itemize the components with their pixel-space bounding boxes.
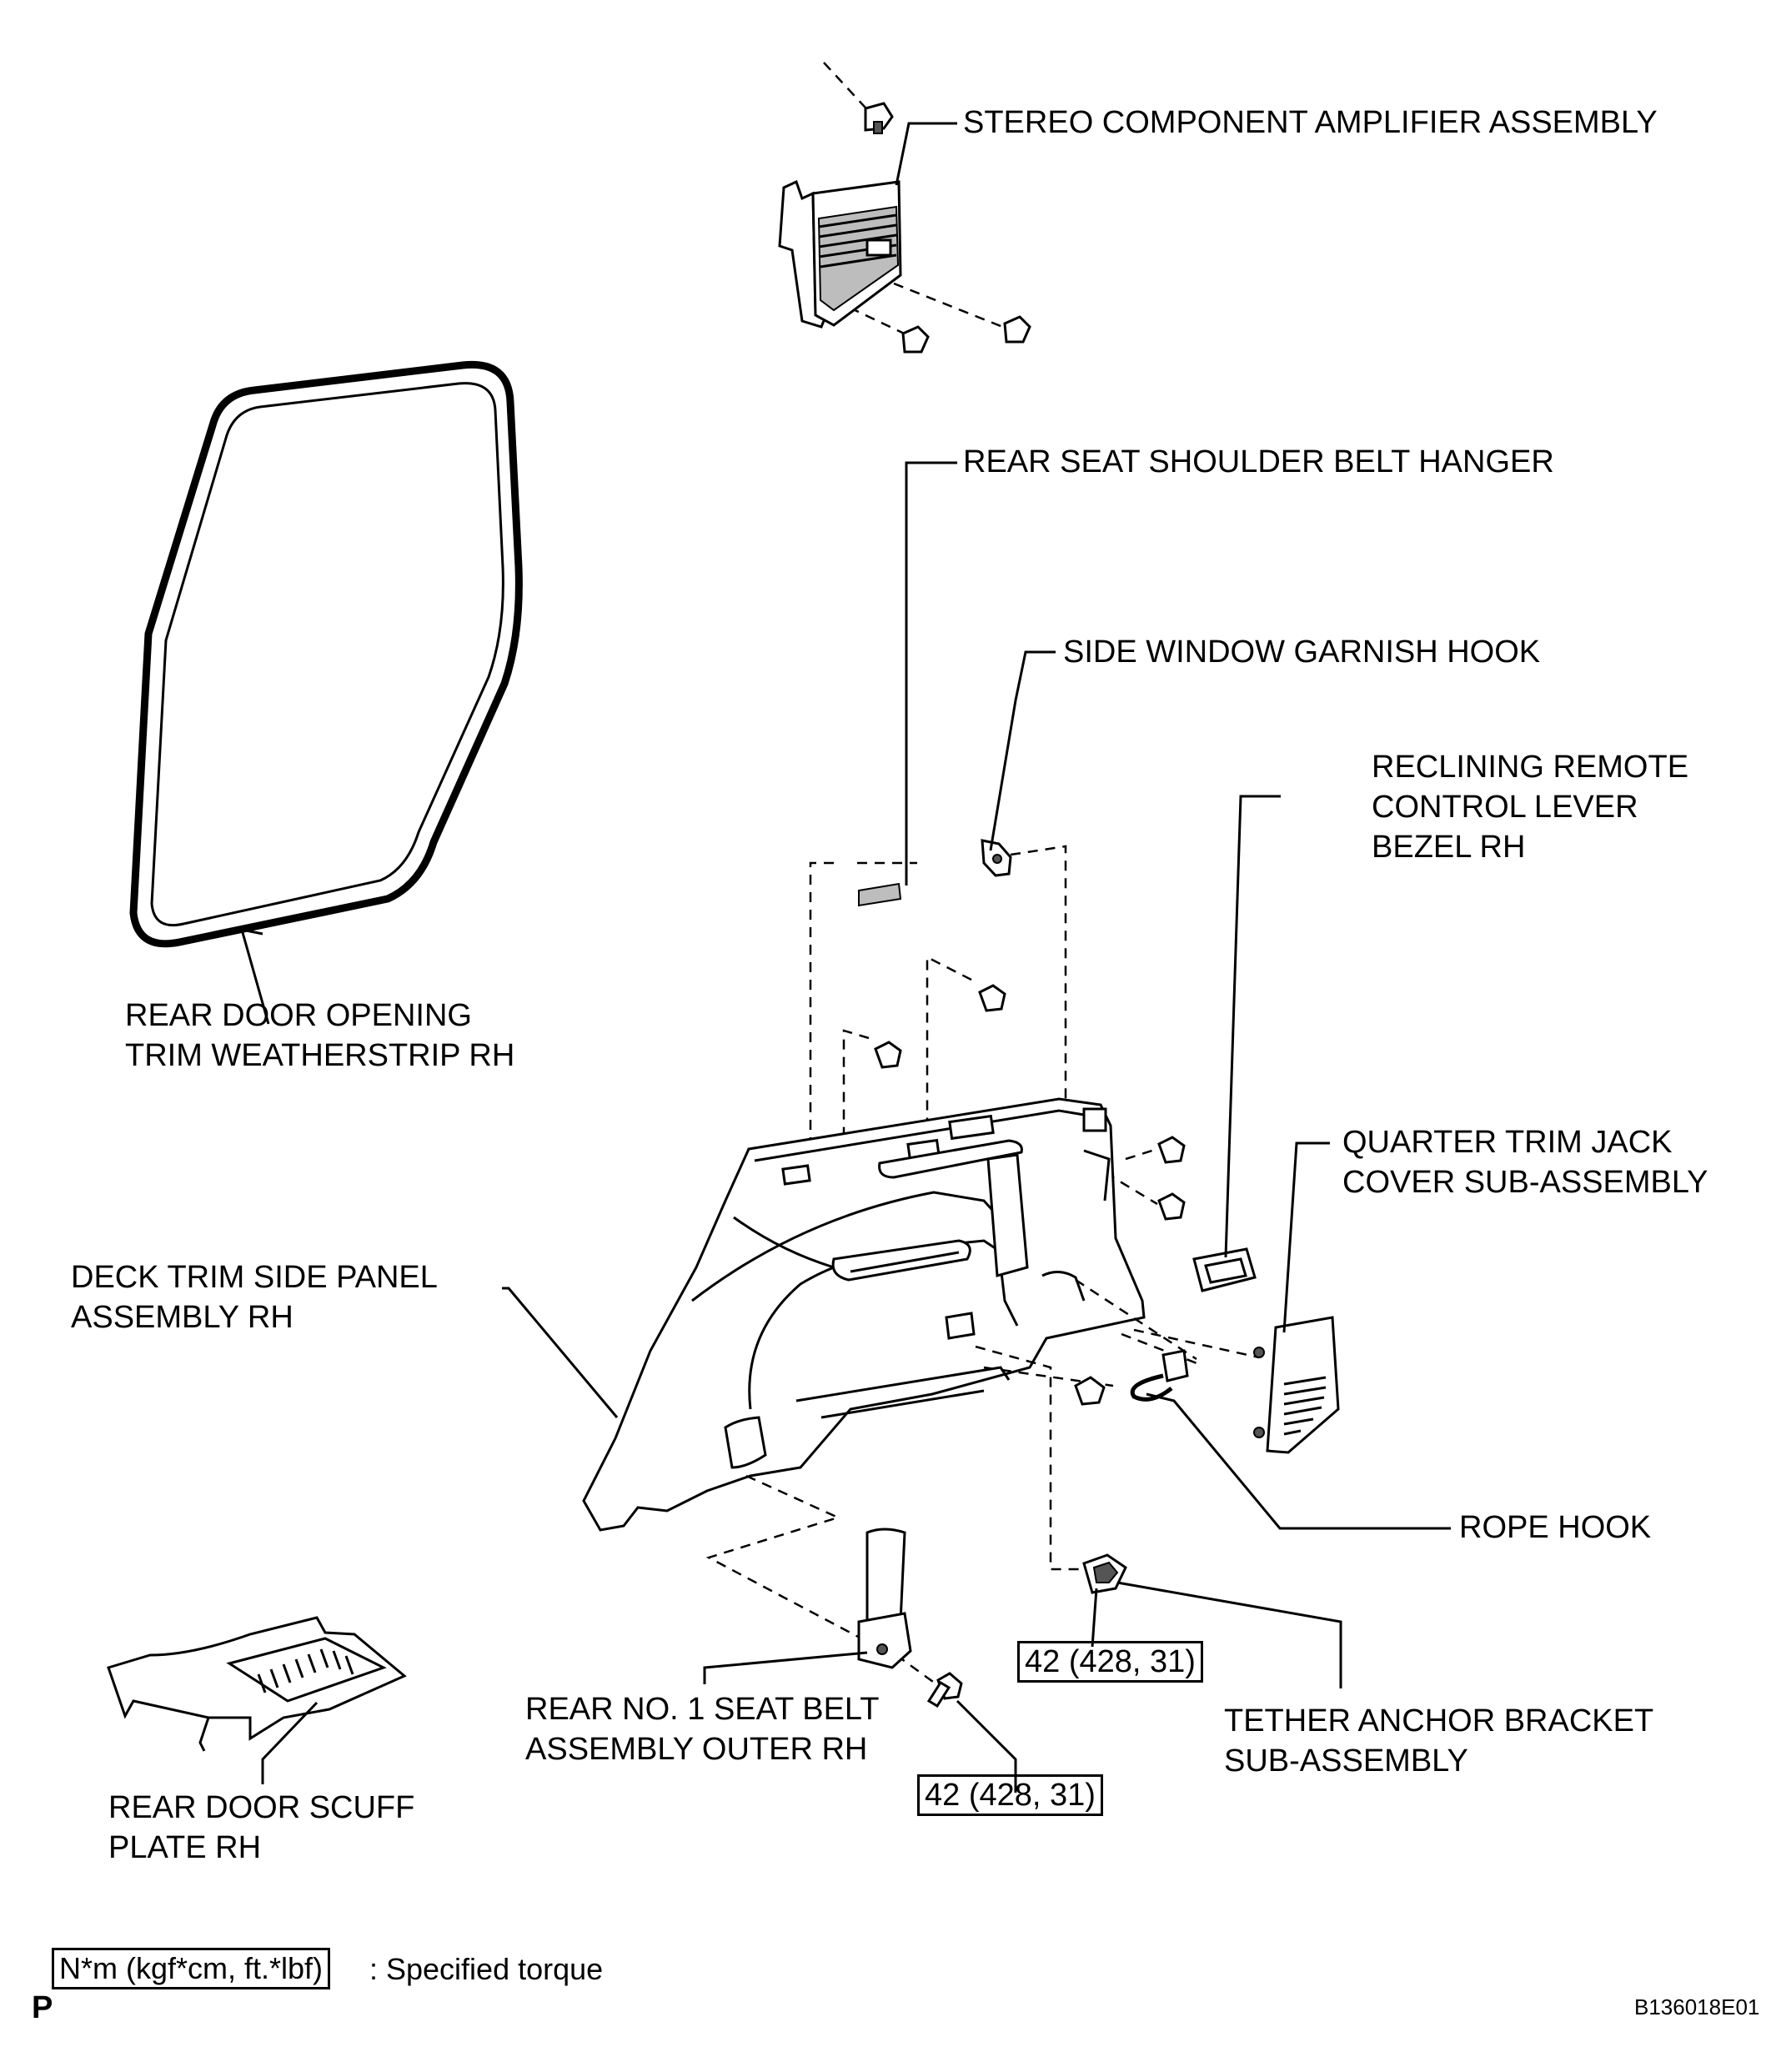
reclining-bezel-label-line3: BEZEL RH (1372, 830, 1526, 865)
torque-legend-text: : Specified torque (369, 1952, 604, 1986)
rope-hook-label: ROPE HOOK (1459, 1510, 1652, 1545)
quarter-cover-part (1253, 1316, 1340, 1454)
quarter-cover-label-line1: QUARTER TRIM JACK (1342, 1125, 1673, 1160)
seat-belt-torque-value: 42 (428, 31) (917, 1774, 1103, 1816)
torque-unit-box: N*m (kgf*cm, ft.*lbf) (52, 1948, 331, 1989)
tether-bracket-part (1082, 1553, 1127, 1594)
deck-panel-part (582, 1097, 1146, 1532)
belt-hanger-label: REAR SEAT SHOULDER BELT HANGER (963, 444, 1554, 479)
seat-belt-label-line1: REAR NO. 1 SEAT BELT (525, 1692, 880, 1727)
deck-panel-label-line2: ASSEMBLY RH (71, 1300, 293, 1335)
scuff-plate-label-line2: PLATE RH (108, 1830, 262, 1865)
quarter-cover-label-line2: COVER SUB-ASSEMBLY (1342, 1165, 1708, 1200)
scuff-plate-label-line1: REAR DOOR SCUFF (108, 1790, 415, 1825)
rope-hook-part (1074, 1349, 1189, 1406)
tether-bracket-label-line2: SUB-ASSEMBLY (1224, 1743, 1468, 1779)
reclining-bezel-label-line2: CONTROL LEVER (1372, 790, 1638, 825)
garnish-hook-label: SIDE WINDOW GARNISH HOOK (1063, 635, 1541, 670)
leader-lines (239, 122, 1451, 1793)
seat-belt-part (857, 1528, 963, 1708)
seat-belt-label-line2: ASSEMBLY OUTER RH (525, 1732, 868, 1767)
belt-hanger-part (809, 861, 917, 1201)
weatherstrip-label-line1: REAR DOOR OPENING (125, 998, 472, 1033)
panel-clips (842, 955, 1186, 1221)
figure-id: B136018E01 (1634, 1994, 1760, 2019)
weatherstrip-label-line2: TRIM WEATHERSTRIP RH (125, 1038, 515, 1073)
footer-mark: P (32, 1990, 53, 2025)
tether-torque-value: 42 (428, 31) (1017, 1641, 1203, 1683)
weatherstrip-part (129, 360, 523, 948)
tether-bracket-label-line1: TETHER ANCHOR BRACKET (1224, 1703, 1654, 1738)
amplifier-part (778, 62, 1031, 354)
reclining-bezel-part (1192, 1247, 1257, 1292)
reclining-bezel-label-line1: RECLINING REMOTE (1372, 750, 1689, 785)
amplifier-label: STEREO COMPONENT AMPLIFIER ASSEMBLY (963, 105, 1658, 140)
scuff-plate-part (107, 1616, 407, 1752)
garnish-hook-part (981, 839, 1067, 1201)
deck-panel-label-line1: DECK TRIM SIDE PANEL (71, 1260, 438, 1295)
